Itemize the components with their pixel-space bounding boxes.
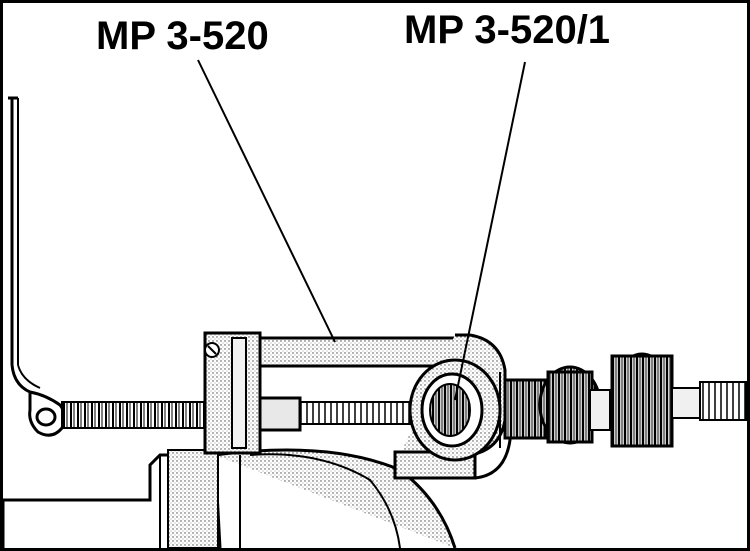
threaded-spindle xyxy=(61,396,411,432)
housing-edge xyxy=(8,96,41,394)
leader-line-puller xyxy=(197,59,336,343)
transmission-casing xyxy=(1,448,457,549)
tommy-bar xyxy=(28,390,67,437)
adapter-mp3-520-1 xyxy=(408,358,502,462)
leader-line-adapter xyxy=(454,61,526,401)
gear-shaft xyxy=(503,352,747,448)
callout-puller: MP 3-520 xyxy=(96,14,269,58)
callout-adapter: MP 3-520/1 xyxy=(404,8,611,52)
